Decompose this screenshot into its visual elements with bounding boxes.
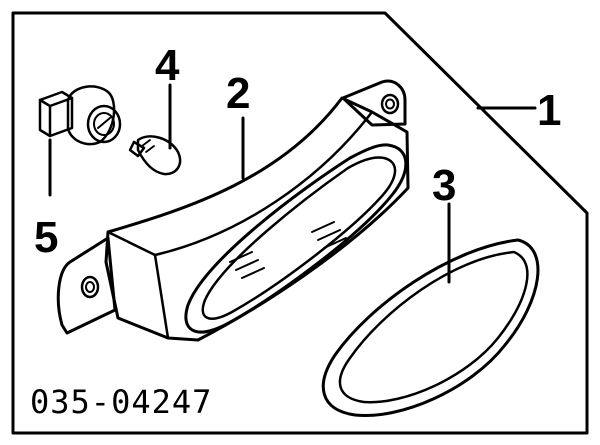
bulb-drawing [128,135,182,176]
leader-lines [48,83,537,284]
assembly-frame [11,11,589,435]
callout-2: 2 [226,69,250,118]
diagram-part-number: 035-04247 [30,383,212,421]
lamp-housing-drawing [56,79,410,342]
gasket-drawing [321,238,540,418]
lens-glare [229,221,347,279]
callout-4: 4 [155,41,180,90]
socket-drawing [38,85,122,146]
callout-5: 5 [34,213,58,262]
callout-1: 1 [537,86,561,135]
callout-3: 3 [432,161,456,210]
